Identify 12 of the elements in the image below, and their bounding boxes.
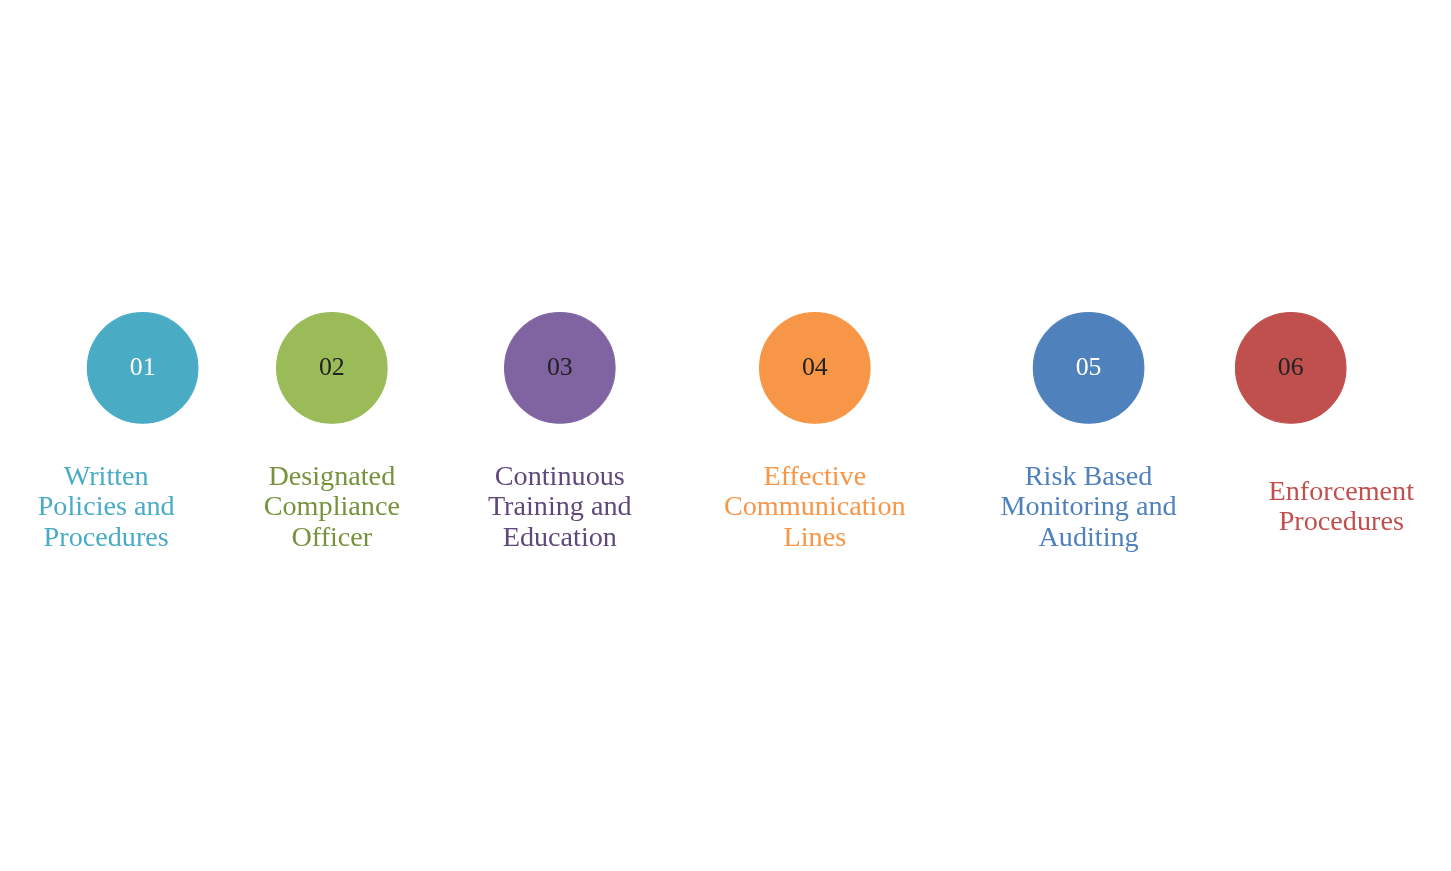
node-label: Effective Communication Lines bbox=[723, 459, 906, 552]
node-label: Continuous Training and Education bbox=[487, 459, 632, 552]
node-label: Written Policies and Procedures bbox=[37, 459, 175, 552]
node-circle: 05 bbox=[1032, 312, 1145, 424]
node-label: Enforcement Procedures bbox=[1268, 474, 1415, 537]
node-circle: 04 bbox=[759, 312, 871, 424]
node-circle: 02 bbox=[276, 312, 388, 424]
node-circle: 01 bbox=[86, 312, 199, 424]
node-circle: 03 bbox=[504, 312, 616, 424]
node-label: Risk Based Monitoring and Auditing bbox=[1000, 459, 1177, 552]
node-label: Designated Compliance Officer bbox=[263, 459, 400, 552]
node-circle: 06 bbox=[1234, 312, 1347, 424]
